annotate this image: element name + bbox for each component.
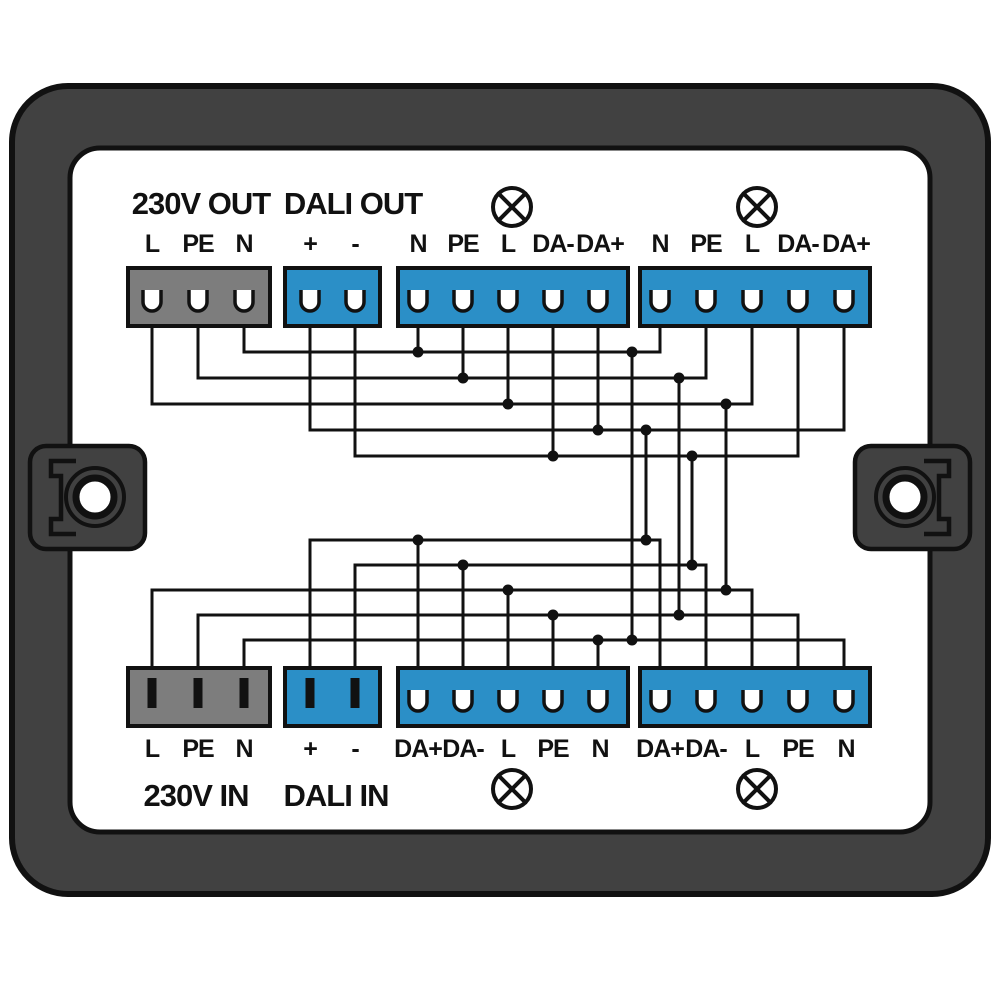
terminal-label: DA- xyxy=(532,230,574,258)
terminal-label: DA- xyxy=(442,735,484,763)
terminal-label: PE xyxy=(447,230,479,258)
terminal-label: L xyxy=(501,230,516,258)
net-da-minus-wires xyxy=(353,324,800,670)
net-da-plus-wires xyxy=(308,324,846,670)
terminal-label: N xyxy=(591,735,608,763)
mounting-hole xyxy=(882,474,928,520)
terminal-label: L xyxy=(145,735,160,763)
terminal-label: L xyxy=(745,735,760,763)
top-labels: 230V OUT DALI OUT L PE N + - N PE L DA- … xyxy=(132,186,871,258)
terminal-label: L xyxy=(145,230,160,258)
terminal-label: PE xyxy=(782,735,814,763)
net-l-wires xyxy=(150,324,754,670)
terminal-label: DA+ xyxy=(636,735,684,763)
terminal-label: PE xyxy=(537,735,569,763)
terminal-block-dali-in xyxy=(283,666,382,728)
terminal-block-230v-out xyxy=(126,266,272,328)
terminal-label: DA+ xyxy=(822,230,870,258)
terminal-label: L xyxy=(745,230,760,258)
terminal-label: + xyxy=(303,735,317,763)
mounting-bracket xyxy=(48,458,76,537)
lamp-icon xyxy=(736,768,778,810)
terminal-label: PE xyxy=(690,230,722,258)
lamp-terminal-block-out-2 xyxy=(638,266,872,328)
block-title-dali-out: DALI OUT xyxy=(284,186,423,221)
lamp-terminal-block-out-1 xyxy=(396,266,630,328)
terminal-label: - xyxy=(351,230,359,258)
lamp-terminal-block-in-1 xyxy=(396,666,630,728)
lamp-icon xyxy=(491,186,533,228)
terminal-label: - xyxy=(351,735,359,763)
right-mounting-ear xyxy=(852,443,973,552)
net-n-wires xyxy=(242,324,846,670)
lamp-terminal-block-in-2 xyxy=(638,666,872,728)
terminal-label: DA+ xyxy=(394,735,442,763)
bottom-labels: L PE N + - DA+ DA- L PE N DA+ DA- L PE N… xyxy=(143,735,855,813)
lamp-icon xyxy=(736,186,778,228)
terminal-label: DA- xyxy=(685,735,727,763)
terminal-label: N xyxy=(837,735,854,763)
left-mounting-ear xyxy=(27,443,148,552)
lamp-icon xyxy=(491,768,533,810)
block-title-230v-in: 230V IN xyxy=(143,778,248,813)
mounting-bracket xyxy=(924,458,952,537)
terminal-label: L xyxy=(501,735,516,763)
terminal-label: PE xyxy=(182,230,214,258)
terminal-block-dali-out xyxy=(283,266,382,328)
terminal-label: N xyxy=(409,230,426,258)
terminal-label: + xyxy=(303,230,317,258)
terminal-label: DA+ xyxy=(576,230,624,258)
terminal-label: PE xyxy=(182,735,214,763)
terminal-label: N xyxy=(235,735,252,763)
mounting-hole xyxy=(72,474,118,520)
terminal-block-230v-in xyxy=(126,666,272,728)
terminal-label: N xyxy=(235,230,252,258)
block-title-230v-out: 230V OUT xyxy=(132,186,272,221)
block-title-dali-in: DALI IN xyxy=(284,778,389,813)
net-pe-wires xyxy=(196,324,800,670)
terminal-label: N xyxy=(651,230,668,258)
mounting-hole-ring xyxy=(874,466,936,528)
mounting-hole-ring xyxy=(64,466,126,528)
terminal-label: DA- xyxy=(777,230,819,258)
